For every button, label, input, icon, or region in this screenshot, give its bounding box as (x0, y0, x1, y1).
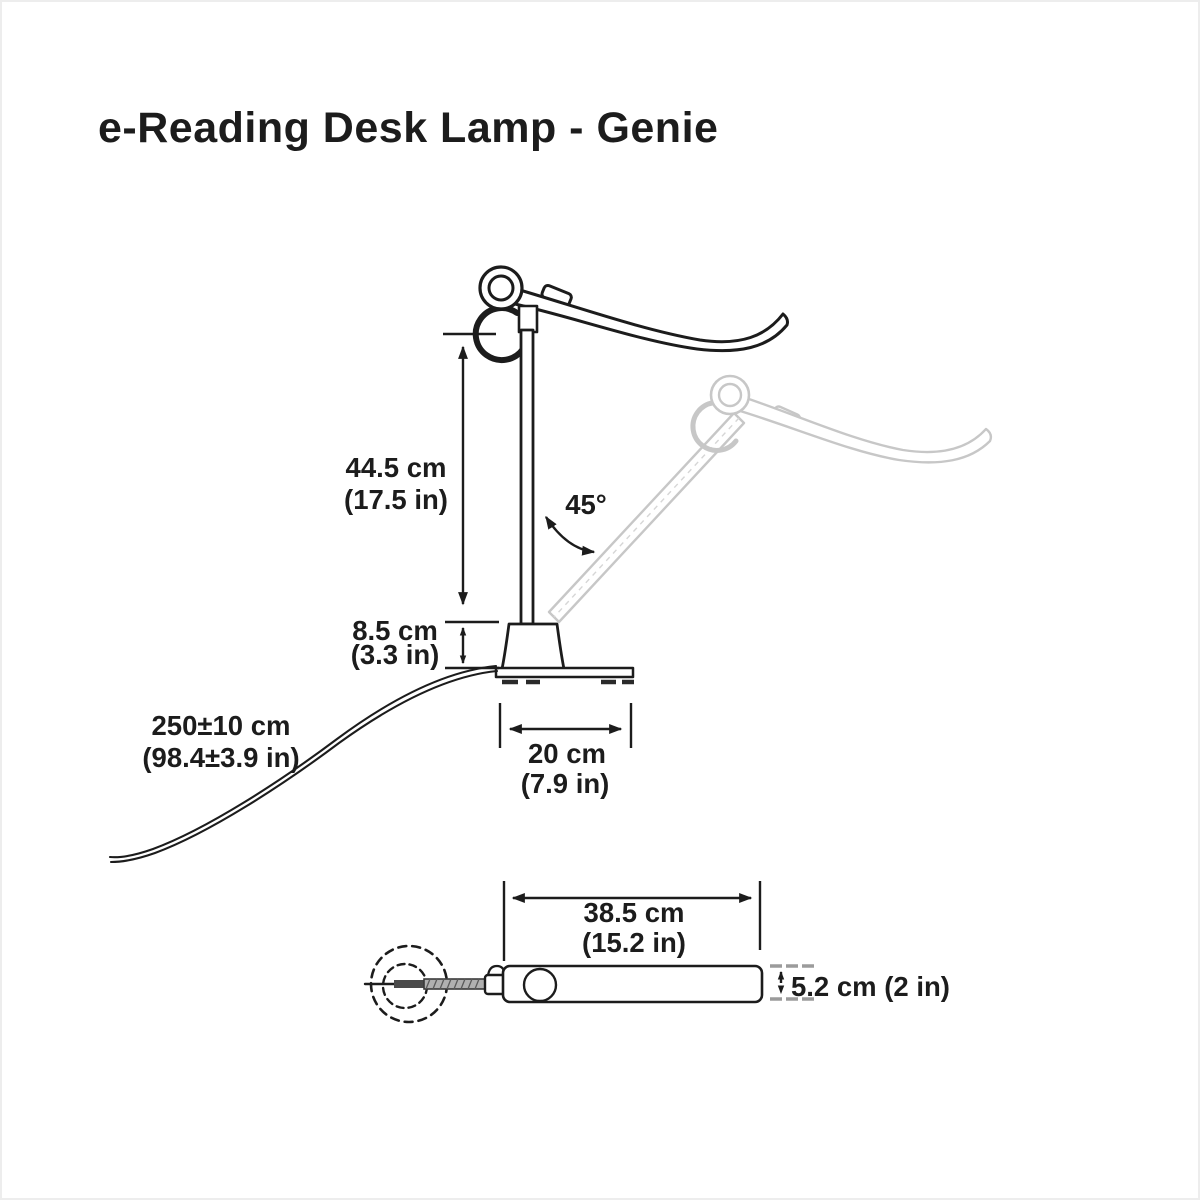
power-cord (108, 664, 499, 864)
dim-cord-length: 250±10 cm (98.4±3.9 in) (142, 710, 299, 773)
base-width-metric-label: 20 cm (528, 738, 606, 769)
base-width-imperial-label: (7.9 in) (521, 768, 610, 799)
dim-base-height: 8.5 cm (3.3 in) (351, 615, 499, 670)
tilt-angle-label: 45° (565, 489, 607, 520)
dim-pole-height: 44.5 cm (17.5 in) (344, 332, 496, 606)
base-height-metric-label: 8.5 cm (352, 615, 438, 646)
dim-tilt-angle: 45° (544, 489, 607, 556)
lamp-upright (472, 265, 789, 685)
rod-threads (425, 978, 480, 990)
head-bar-hole (522, 967, 558, 1003)
head-length-imperial-label: (15.2 in) (582, 927, 686, 958)
dim-head-height: 5.2 cm (2 in) (770, 964, 950, 1002)
pole-height-imperial-label: (17.5 in) (344, 484, 448, 515)
page-title: e-Reading Desk Lamp - Genie (98, 104, 718, 152)
pole-height-metric-label: 44.5 cm (346, 452, 447, 483)
ghost-knob-inner (717, 382, 743, 408)
dim-head-length: 38.5 cm (15.2 in) (502, 881, 762, 961)
lamp-base-plate (494, 666, 635, 679)
lamp-head-arm (504, 286, 789, 353)
angle-arc-arrow (544, 515, 596, 556)
lamp-tilted-ghost (547, 374, 993, 624)
lamp-base-cap (500, 622, 566, 671)
head-bar (501, 964, 764, 1004)
head-height-label: 5.2 cm (2 in) (791, 971, 950, 1002)
head-knob-inner (487, 274, 515, 302)
head-joint (517, 304, 539, 334)
base-height-imperial-label: (3.3 in) (351, 639, 440, 670)
dim-base-width: 20 cm (7.9 in) (498, 703, 633, 799)
top-view-drawing (363, 944, 764, 1024)
ghost-head-arm (735, 395, 993, 464)
cord-length-metric-label: 250±10 cm (152, 710, 291, 741)
lamp-pole (519, 328, 535, 626)
cord-length-imperial-label: (98.4±3.9 in) (142, 742, 299, 773)
head-length-metric-label: 38.5 cm (584, 897, 685, 928)
